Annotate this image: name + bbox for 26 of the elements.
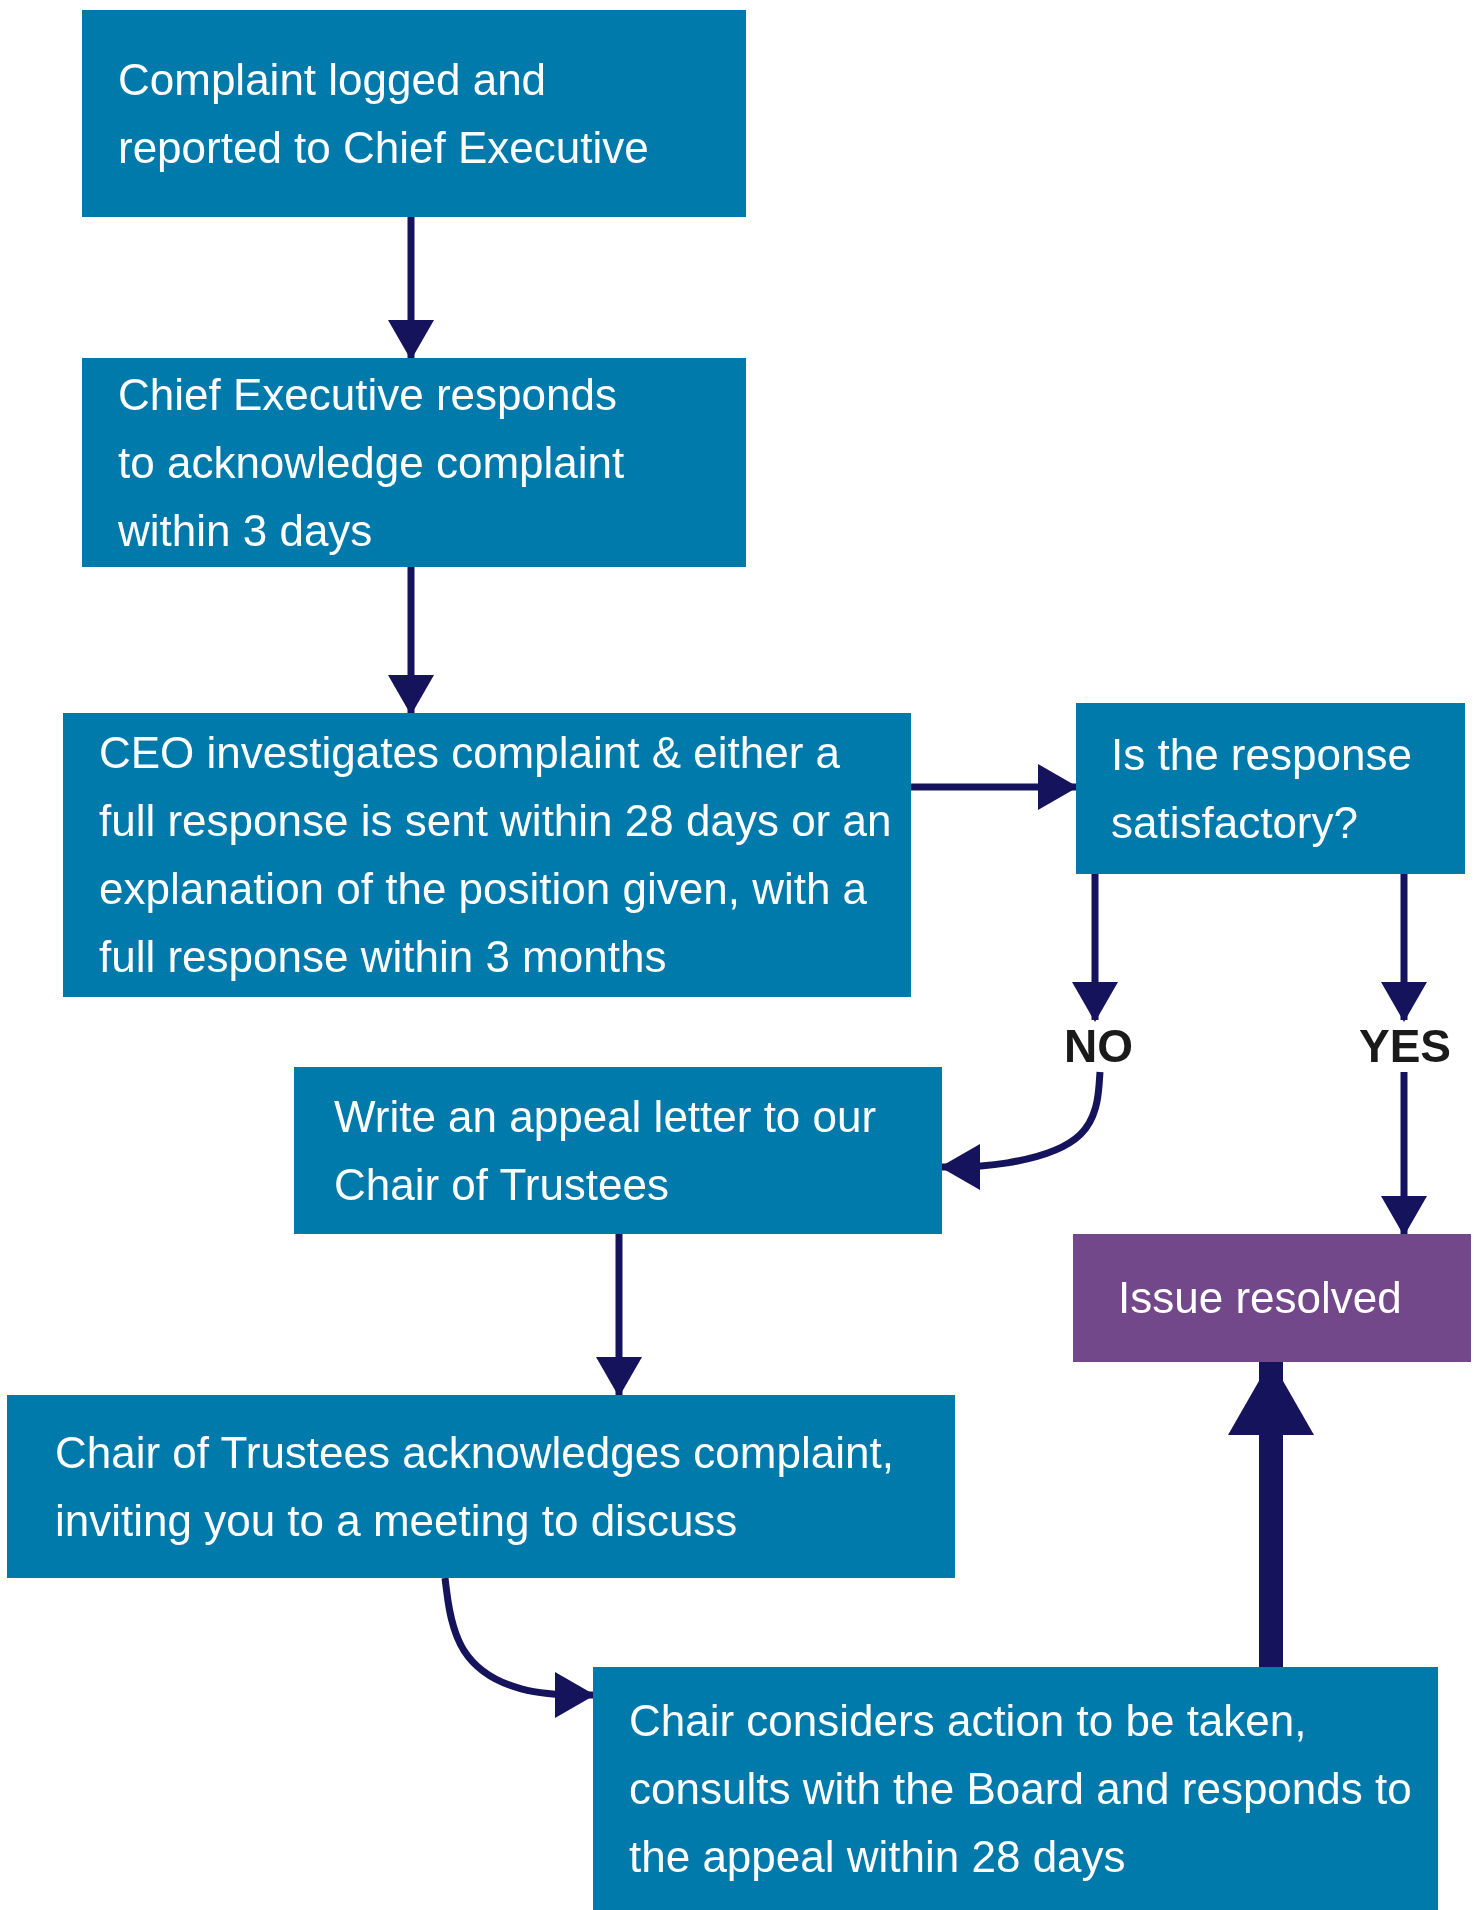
- arrow: [1072, 874, 1118, 1022]
- process-box: [7, 1395, 955, 1578]
- step-text: Complaint logged and reported to Chief Executive: [118, 53, 650, 174]
- branch-label: NO: [1064, 1020, 1134, 1072]
- process-box: [1073, 1234, 1471, 1362]
- step-text: Write an appeal letter to our Chair of Trustees: [334, 1090, 878, 1211]
- process-box: [294, 1067, 942, 1234]
- step-text: Chief Executive responds to acknowledge complaint within 3 days: [118, 368, 626, 557]
- branch-label: YES: [1359, 1020, 1453, 1072]
- arrow: [1228, 1360, 1314, 1667]
- arrow: [1381, 874, 1427, 1022]
- arrow: [596, 1234, 642, 1397]
- step-text: Chair considers action to be taken, consults with the Board and responds to the appeal within 28 days: [629, 1694, 1413, 1883]
- step-text: Chair of Trustees acknowledges complaint, inviting you to a meeting to discuss: [55, 1426, 895, 1547]
- step-text: Issue resolved: [1118, 1272, 1403, 1324]
- arrow: [388, 567, 434, 715]
- process-box: [593, 1667, 1438, 1910]
- step-text: Is the response satisfactory?: [1111, 728, 1413, 849]
- arrow: [911, 764, 1078, 810]
- process-box: [82, 358, 746, 567]
- process-box: [63, 713, 911, 997]
- arrow: [441, 1577, 595, 1718]
- process-box: [1076, 703, 1465, 874]
- step-text: CEO investigates complaint & either a full response is sent within 28 days or an explanation of the position given, with a full response within 3 months: [99, 727, 893, 983]
- process-box: [82, 10, 746, 217]
- arrow: [388, 217, 434, 360]
